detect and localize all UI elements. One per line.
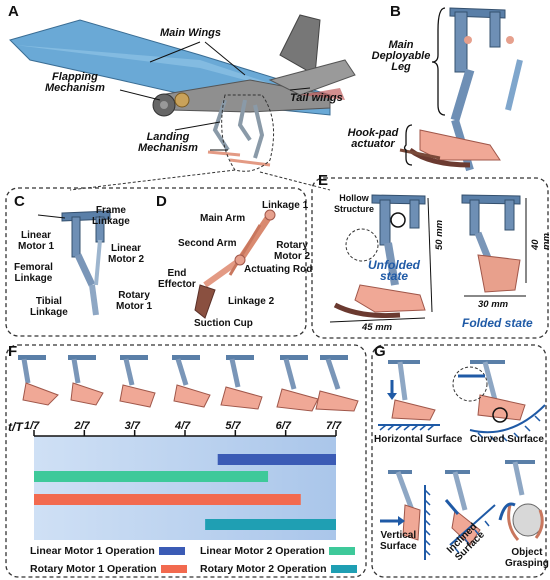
panel-d-linkage [194,209,276,319]
gantt-bar-linear-motor-2-operation [34,471,269,482]
panel-label-d: D [156,193,167,210]
legend-swatch [158,547,185,556]
axis-tick-label: 2/7 [74,420,90,432]
label-suction-cup: Suction Cup [194,318,253,329]
legend-swatch [330,565,357,574]
label-rotary-motor-2: Rotary Motor 2 [274,240,311,262]
legend-text: Linear Motor 1 Operation [30,545,155,557]
label-linkage-2: Linkage 2 [228,296,275,307]
panel-label-c: C [14,193,25,210]
label-rotary-motor-1: Rotary Motor 1 [116,290,153,312]
label-horizontal-surface: Horizontal Surface [374,434,463,445]
panel-label-b: B [390,3,401,20]
label-main-wings: Main Wings [160,27,222,39]
panel-label-g: G [374,343,386,360]
label-hollow-structure: Hollow Structure [334,193,375,214]
axis-tick-label: 4/7 [175,420,191,432]
panel-label-e: E [318,172,329,189]
panel-e-folded [461,194,527,297]
axis-tick-label: 6/7 [275,420,291,432]
label-folded-state: Folded state [462,316,533,330]
legend-linear-motor-2: Linear Motor 2 Operation [200,545,355,557]
label-linear-motor-2: Linear Motor 2 [108,243,145,265]
panel-f-sequence [18,355,359,412]
label-linkage-1: Linkage 1 [262,200,309,211]
label-linear-motor-1: Linear Motor 1 [18,230,55,252]
gantt-bar-linear-motor-1-operation [217,454,336,465]
label-unfolded-state: Unfolded state [368,258,420,283]
label-dim-40: 40 mm [530,233,550,250]
label-dim-50: 50 mm [434,219,445,250]
legend-text: Linear Motor 2 Operation [200,545,325,557]
label-hookpad: Hook-pad actuator [347,127,399,150]
label-curved-surface: Curved Surface [470,434,544,445]
label-vertical-surface: Vertical Surface [380,530,417,552]
label-tibial-linkage: Tibial Linkage [30,296,68,318]
axis-tick-label: 1/7 [24,420,40,432]
legend-swatch [328,547,355,556]
panel-c-linkage [37,210,111,316]
axis-tick-label: 5/7 [225,420,241,432]
panel-label-a: A [8,3,19,20]
gantt-bar-rotary-motor-1-operation [34,494,301,505]
label-tail-wings: Tail wings [290,92,343,104]
axis-label-t: t/T [8,420,23,434]
legend-text: Rotary Motor 2 Operation [200,563,327,575]
gantt-bar-rotary-motor-2-operation [205,519,336,530]
legend-rotary-motor-2: Rotary Motor 2 Operation [200,563,357,575]
tail-wing [279,14,321,76]
label-second-arm: Second Arm [178,238,237,249]
label-object-grasping: Object Grasping [505,547,549,569]
legend-rotary-motor-1: Rotary Motor 1 Operation [30,563,187,575]
axis-tick-label: 3/7 [124,420,140,432]
legend-linear-motor-1: Linear Motor 1 Operation [30,545,185,557]
label-end-effector: End Effector [158,268,196,290]
label-dim-30: 30 mm [478,299,509,310]
drone-illustration [9,14,356,191]
legend-text: Rotary Motor 1 Operation [30,563,157,575]
legend-swatch [160,565,187,574]
panel-g-scenes [378,360,546,560]
label-femoral-linkage: Femoral Linkage [14,262,53,284]
label-main-leg: Main Deployable Leg [371,39,431,73]
label-dim-45: 45 mm [362,322,393,333]
label-main-arm: Main Arm [200,213,246,224]
label-frame-linkage: Frame Linkage [92,205,130,227]
panel-e-unfolded [329,194,433,323]
panel-b-leg [399,7,523,172]
panel-label-f: F [8,343,18,360]
label-landing: Landing Mechanism [138,131,198,154]
axis-tick-label: 7/7 [326,420,342,432]
label-flapping: Flapping Mechanism [45,71,105,94]
label-actuating-rod: Actuating Rod [244,264,313,275]
